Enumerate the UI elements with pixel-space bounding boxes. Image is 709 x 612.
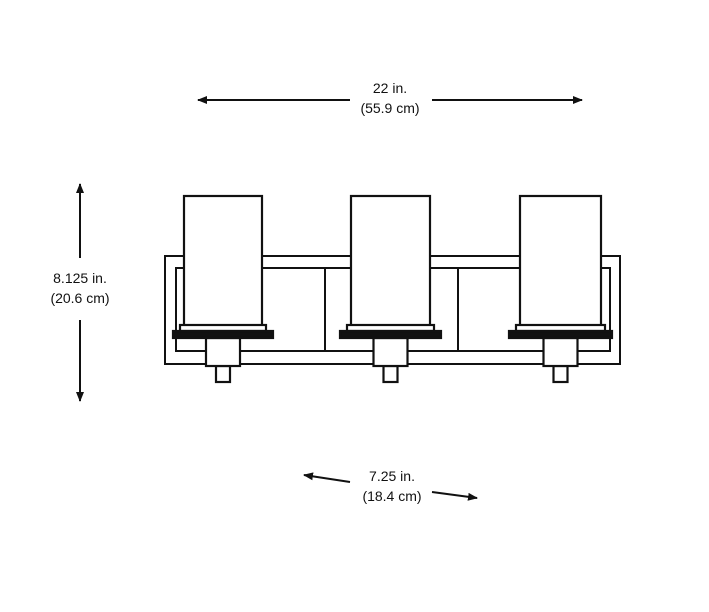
socket-stem bbox=[382, 364, 399, 384]
socket-stem bbox=[552, 364, 569, 384]
width-label: 22 in. (55.9 cm) bbox=[340, 78, 440, 118]
width-imperial: 22 in. bbox=[372, 80, 408, 96]
mount-bar bbox=[507, 329, 614, 340]
spacing-arrow-right bbox=[431, 491, 478, 501]
glass-shade bbox=[518, 194, 603, 328]
light-head bbox=[338, 194, 443, 384]
height-imperial: 8.125 in. bbox=[53, 270, 107, 286]
width-metric: (55.9 cm) bbox=[360, 100, 420, 116]
height-metric: (20.6 cm) bbox=[50, 290, 110, 306]
spacing-metric: (18.4 cm) bbox=[362, 488, 422, 504]
spacing-arrow-left bbox=[303, 472, 351, 483]
glass-shade bbox=[349, 194, 432, 328]
socket-box bbox=[372, 336, 409, 368]
socket-box bbox=[204, 336, 242, 368]
mount-bar bbox=[171, 329, 275, 340]
height-label: 8.125 in. (20.6 cm) bbox=[30, 268, 130, 308]
glass-shade bbox=[182, 194, 264, 328]
light-head bbox=[507, 194, 614, 384]
light-head bbox=[171, 194, 275, 384]
socket-stem bbox=[214, 364, 232, 384]
spacing-label: 7.25 in. (18.4 cm) bbox=[342, 466, 442, 506]
socket-box bbox=[542, 336, 579, 368]
spacing-imperial: 7.25 in. bbox=[369, 468, 415, 484]
mount-bar bbox=[338, 329, 443, 340]
